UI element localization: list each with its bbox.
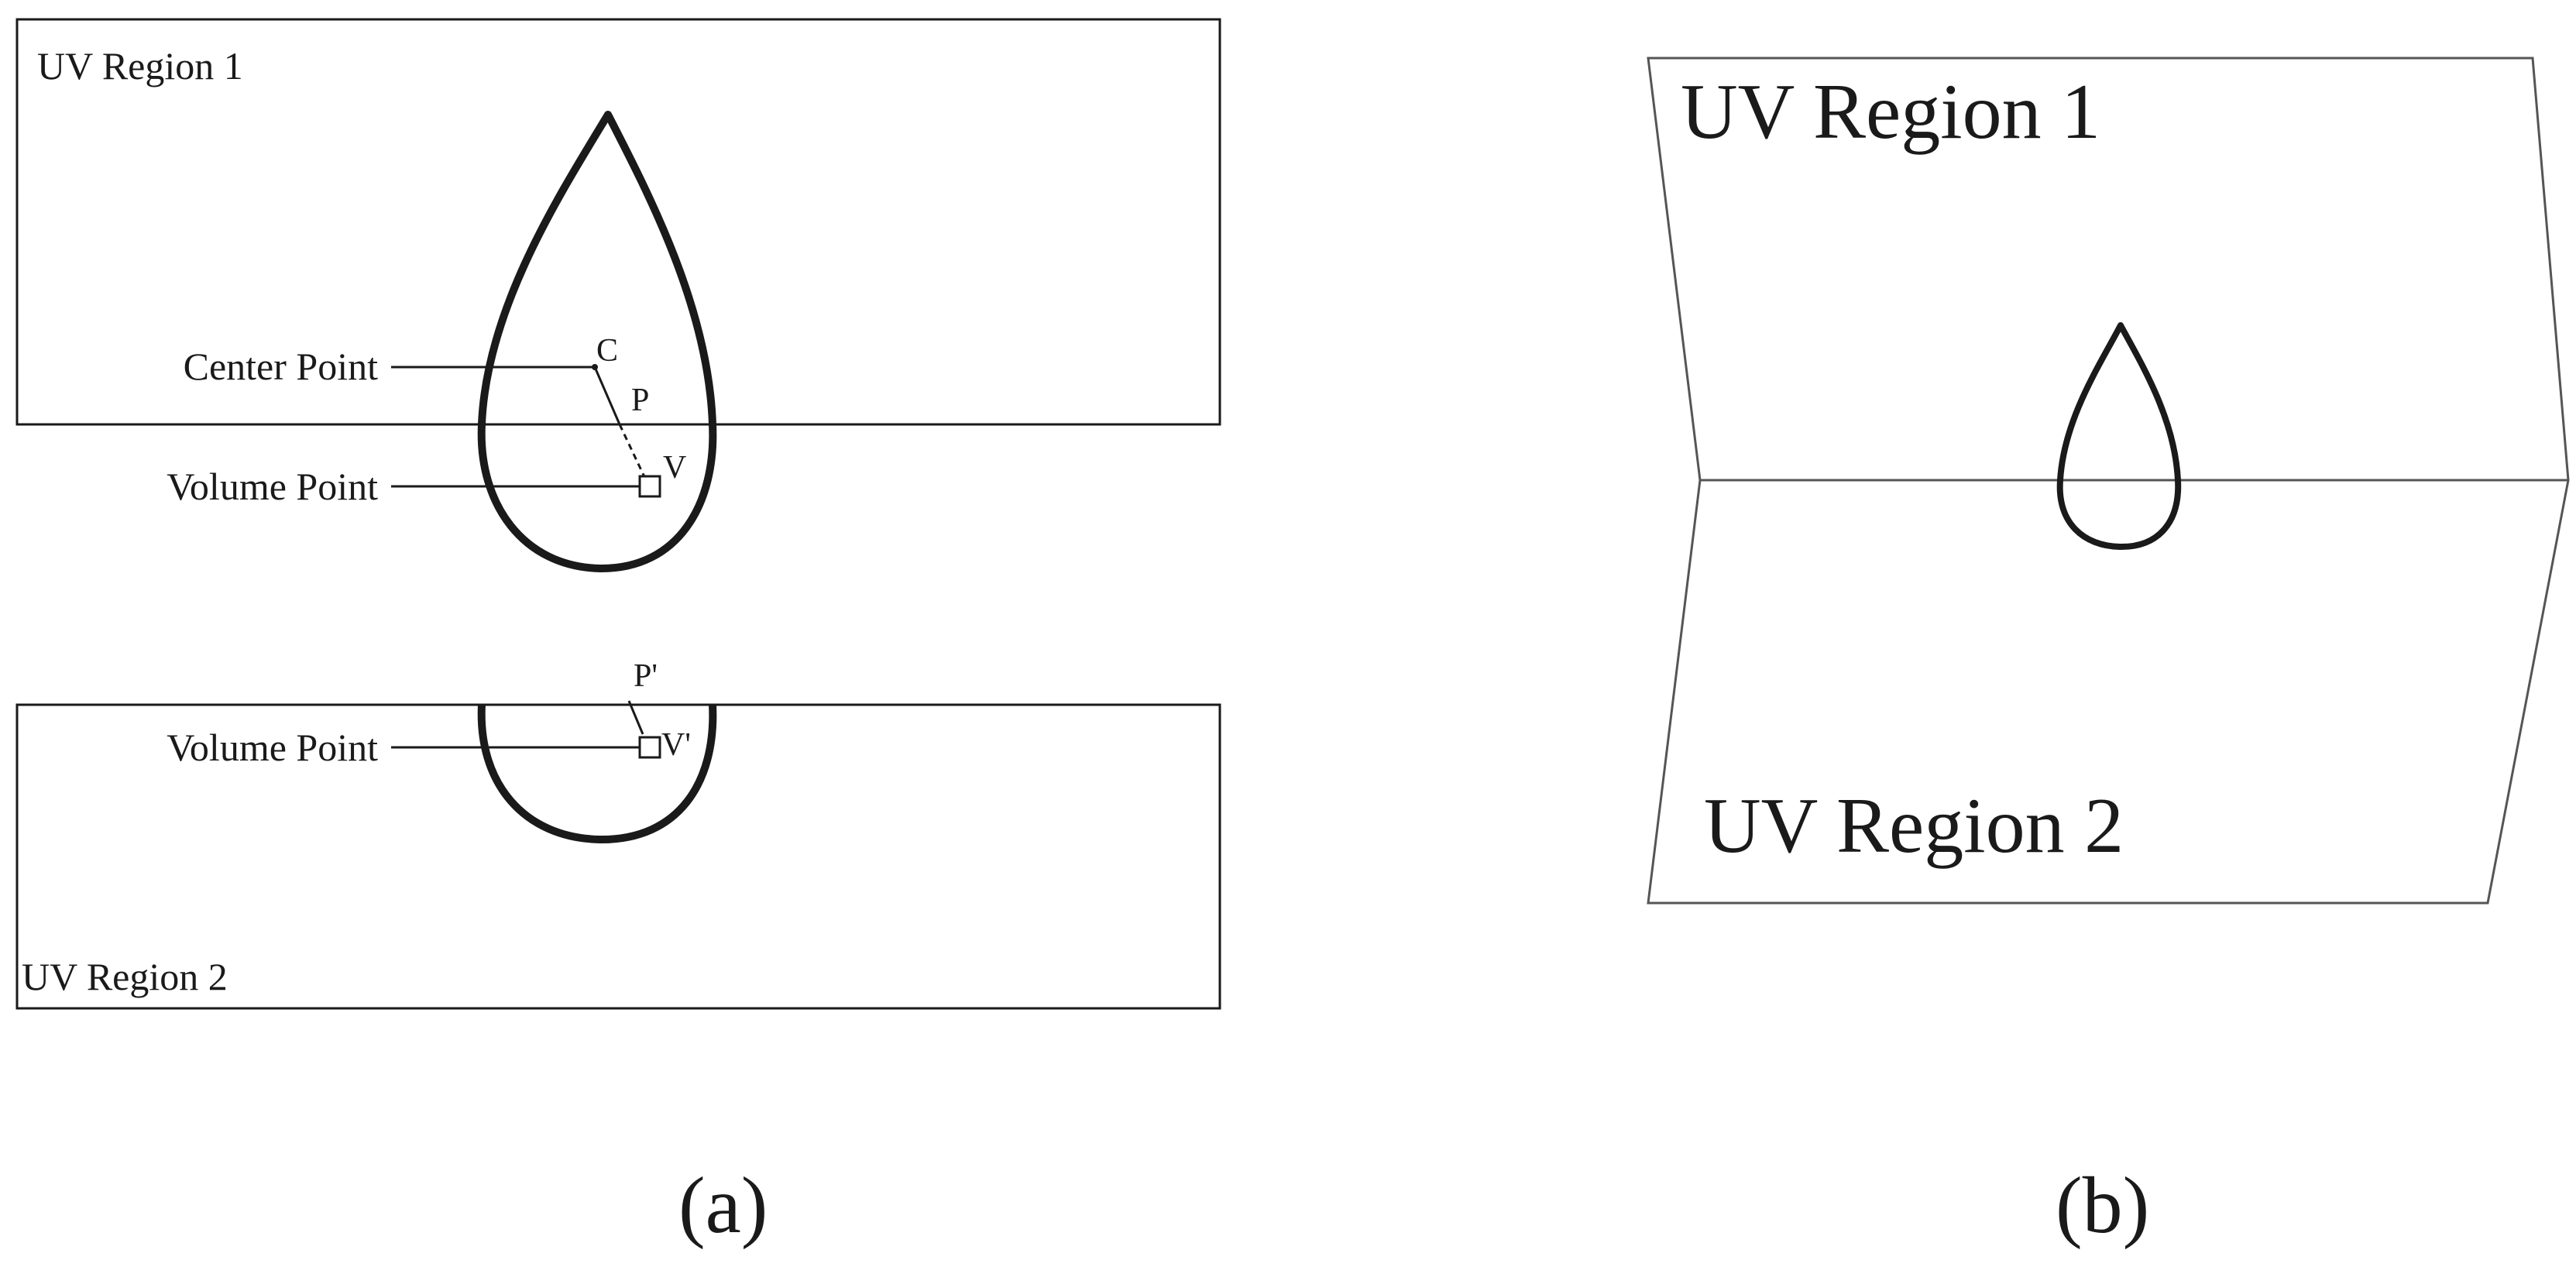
- center-point-label: Center Point: [184, 345, 378, 388]
- marker-c: C: [596, 333, 618, 369]
- panel-b-caption: (b): [2056, 1161, 2150, 1250]
- volume-point-label-bottom: Volume Point: [167, 726, 378, 769]
- panel-b-uv-region-2-label: UV Region 2: [1704, 782, 2124, 870]
- volume-point-square-bottom: [638, 736, 661, 759]
- panel-a: UV Region 1 UV Region 2 Center Point C P…: [15, 18, 1221, 1010]
- uv-region-2-label: UV Region 2: [22, 955, 228, 998]
- marker-v-prime: V': [661, 727, 691, 763]
- marker-v: V: [663, 450, 686, 486]
- panel-b-uv-region-1-label: UV Region 1: [1681, 68, 2100, 156]
- marker-p-prime: P': [634, 658, 658, 694]
- panel-b: UV Region 1 UV Region 2: [1647, 57, 2570, 905]
- panel-b-teardrop-shape: [2056, 322, 2182, 551]
- uv-region-1-label: UV Region 1: [37, 44, 243, 88]
- teardrop-cap-shape: [477, 704, 717, 844]
- marker-p: P: [631, 383, 649, 418]
- center-to-p-line: [593, 366, 621, 425]
- teardrop-shape: [477, 111, 717, 573]
- p-to-v-dashed-line: [618, 424, 648, 482]
- volume-point-square-top: [638, 475, 661, 498]
- volume-point-label-top: Volume Point: [167, 465, 378, 508]
- uv-region-2-box: [15, 703, 1221, 1010]
- panel-a-caption: (a): [678, 1161, 768, 1250]
- p-prime-to-v-prime-line: [627, 700, 644, 735]
